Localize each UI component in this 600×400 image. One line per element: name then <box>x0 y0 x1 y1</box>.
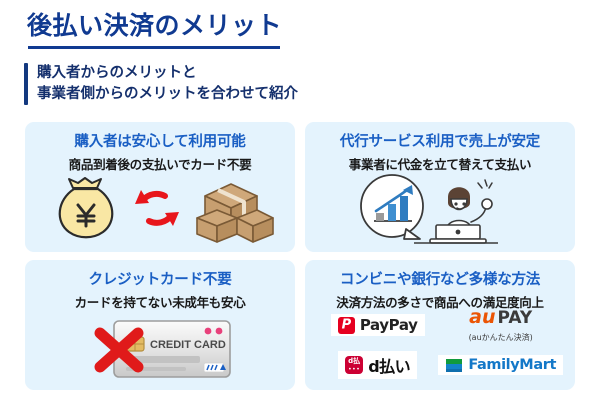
refresh-arrows-icon <box>140 190 174 226</box>
refresh-arrow-head-top <box>135 190 149 204</box>
benefit-card-grid: 購入者は安心して利用可能 商品到着後の支払いでカード不要 <box>25 122 575 390</box>
card-buyer-safe: 購入者は安心して利用可能 商品到着後の支払いでカード不要 <box>25 122 295 252</box>
subtitle-accent-bar <box>24 63 28 106</box>
card-subtext: 事業者に代金を立て替えて支払い <box>348 157 532 172</box>
page-header: 後払い決済のメリット 購入者からのメリットと 事業者側からのメリットを合わせて紹… <box>0 0 600 112</box>
card-subtext: 商品到着後の支払いでカード不要 <box>68 157 252 172</box>
card-subtext: 決済方法の多さで商品への満足度向上 <box>336 295 544 310</box>
familymart-logo: FamilyMart <box>438 355 563 375</box>
card-heading: 購入者は安心して利用可能 <box>74 134 246 150</box>
person-laptop-icon <box>413 179 498 244</box>
subtitle-text: 購入者からのメリットと 事業者側からのメリットを合わせて紹介 <box>37 63 298 105</box>
cardboard-boxes-icon <box>196 183 274 243</box>
refresh-arrow-head-bottom <box>165 212 179 226</box>
aupay-note: (auかんたん決済) <box>468 332 533 342</box>
money-bag-icon <box>58 177 114 239</box>
card-no-credit-card: クレジットカード不要 カードを持てない未成年も安心 CREDIT CARD <box>25 260 295 390</box>
card-many-payment-methods: コンビニや銀行など多様な方法 決済方法の多さで商品への満足度向上 PayPay … <box>305 260 575 390</box>
paypay-label: PayPay <box>359 316 418 334</box>
card-heading: 代行サービス利用で売上が安定 <box>339 134 541 150</box>
subtitle-line-1: 購入者からのメリットと <box>37 65 197 81</box>
card-brand-mark <box>203 362 226 373</box>
speech-bubble-chart-icon <box>359 174 424 240</box>
growth-person-illustration <box>305 172 575 248</box>
card-heading: コンビニや銀行など多様な方法 <box>339 272 541 288</box>
card-subtext: カードを持てない未成年も安心 <box>74 295 246 310</box>
card-heading: クレジットカード不要 <box>88 272 232 288</box>
dbarai-label: d払い <box>368 357 411 376</box>
paypay-mark-icon <box>337 316 355 334</box>
illustration-svg: CREDIT CARD <box>94 320 231 378</box>
red-cross-icon <box>94 327 144 373</box>
fm-stripe-dark <box>446 368 463 372</box>
fm-stripe-blue <box>446 363 463 369</box>
credit-card-illustration: CREDIT CARD <box>25 310 295 386</box>
paypay-logo: PayPay <box>330 314 425 336</box>
illustration-svg <box>58 177 274 243</box>
subtitle-block: 購入者からのメリットと 事業者側からのメリットを合わせて紹介 <box>24 63 298 106</box>
illustration-svg <box>359 174 498 244</box>
dbarai-mark-icon <box>345 356 364 374</box>
subtitle-line-2: 事業者側からのメリットを合わせて紹介 <box>37 86 298 103</box>
familymart-mark-icon <box>445 357 464 373</box>
familymart-label: FamilyMart <box>468 357 556 373</box>
title-underline <box>28 46 280 49</box>
card-stable-sales: 代行サービス利用で売上が安定 事業者に代金を立て替えて支払い <box>305 122 575 252</box>
page-title: 後払い決済のメリット <box>27 11 283 40</box>
aupay-pay-label: PAY <box>497 307 533 328</box>
money-bag-boxes-illustration <box>25 172 295 248</box>
aupay-au-label: au <box>469 305 496 328</box>
fm-stripe-green <box>446 358 463 364</box>
dbarai-logo: d払い <box>338 351 418 379</box>
credit-card-label: CREDIT CARD <box>150 339 226 351</box>
